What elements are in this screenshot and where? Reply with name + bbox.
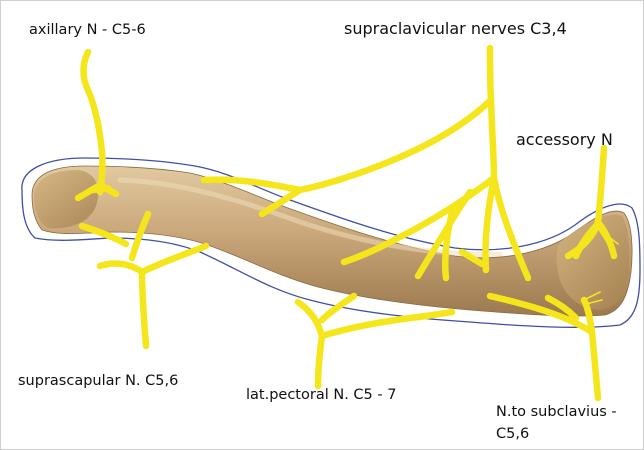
supraclavicular-nerves-label: supraclavicular nerves C3,4 <box>344 20 567 38</box>
supraclavicular-intermediate <box>491 100 494 178</box>
subclavius-nerve <box>592 332 598 398</box>
lat-pectoral-branch-right <box>322 312 452 336</box>
suprascapular-nerve-label: suprascapular N. C5,6 <box>18 373 178 390</box>
supraclavicular-lateral-branch <box>300 100 491 190</box>
lat-pectoral-nerve-label: lat.pectoral N. C5 - 7 <box>246 387 396 404</box>
suprascapular-branch-right <box>142 246 206 272</box>
suprascapular-branch-left <box>100 264 142 272</box>
lat-pectoral-branch-left <box>298 302 322 336</box>
suprascapular-nerve <box>142 272 146 346</box>
axillary-nerve-branch-mid <box>92 188 108 190</box>
axillary-nerve-label: axillary N - C5-6 <box>29 22 146 39</box>
supraclavicular-trunk <box>490 48 491 100</box>
accessory-nerve-label: accessory N <box>516 131 613 149</box>
lat-pectoral-nerve <box>318 336 322 386</box>
subclavius-nerve-label-line1: N.to subclavius - <box>496 404 617 421</box>
subclavius-nerve-label-line2: C5,6 <box>496 426 529 443</box>
